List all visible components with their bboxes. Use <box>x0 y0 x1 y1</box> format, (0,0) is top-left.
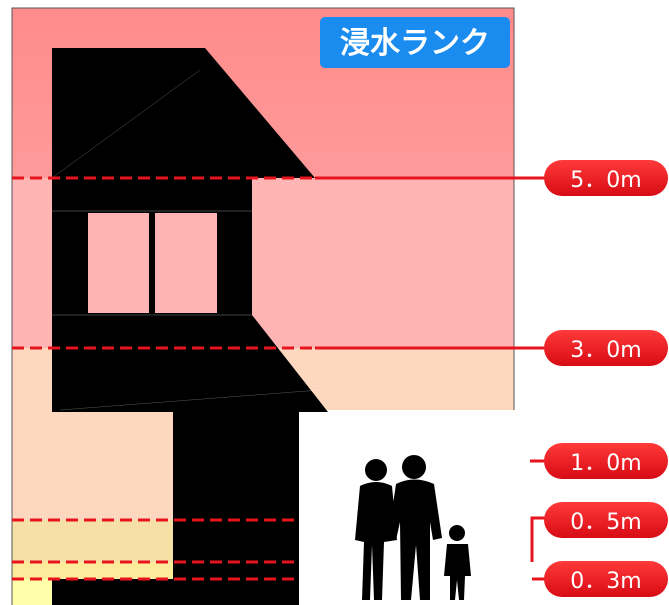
level-label-1-0m: 1．0m <box>570 451 641 476</box>
family-silhouette-icon <box>355 455 471 600</box>
title-badge: 浸水ランク <box>320 17 510 68</box>
level-badge-1-0m: 1．0m <box>544 443 668 479</box>
level-label-0-3m: 0．3m <box>570 569 641 594</box>
level-label-0-5m: 0．5m <box>570 510 641 535</box>
zone-frame <box>11 7 515 605</box>
level-badge-5-0m: 5．0m <box>544 160 668 196</box>
house-window-left <box>88 213 149 313</box>
level-label-3-0m: 3．0m <box>570 338 641 363</box>
guide-lines <box>12 176 552 581</box>
level-badge-0-5m: 0．5m <box>544 502 668 538</box>
level-label-5-0m: 5．0m <box>570 168 641 193</box>
house-silhouette-icon <box>51 48 328 605</box>
level-badge-0-3m: 0．3m <box>544 561 668 597</box>
level-badge-3-0m: 3．0m <box>544 330 668 366</box>
title-badge-label: 浸水ランク <box>340 26 490 61</box>
house-window-right <box>155 213 217 313</box>
